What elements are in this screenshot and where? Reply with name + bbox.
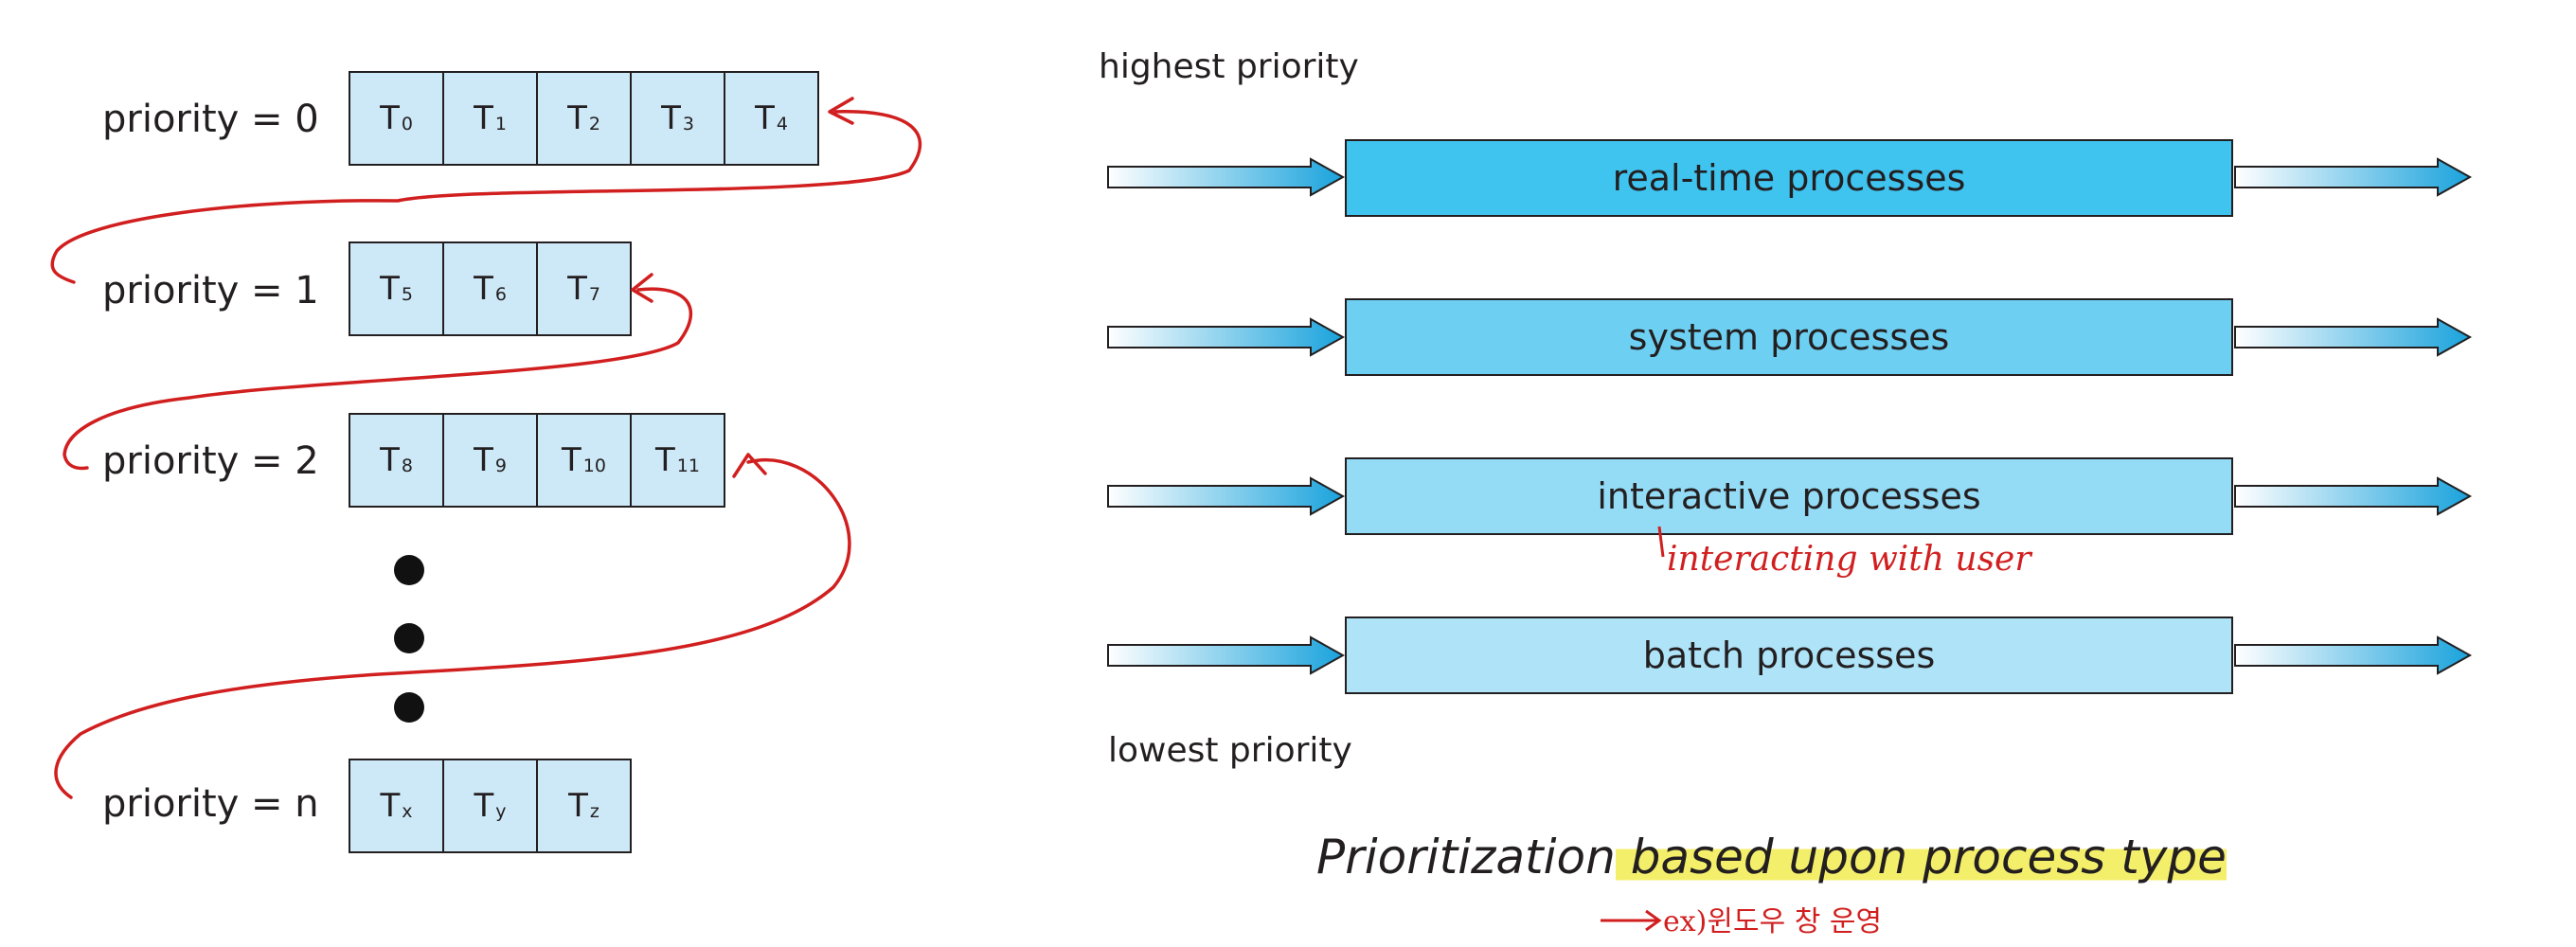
interactive-note: interacting with user — [1667, 540, 2031, 579]
loop-arrow-priority-1 — [63, 287, 693, 471]
caption: Prioritization based upon process type — [1316, 830, 2227, 884]
in-arrow-icon — [1107, 476, 1346, 516]
ellipsis-dot — [394, 623, 424, 653]
out-arrow-icon — [2234, 476, 2473, 516]
band-batch-processes: batch processes — [1345, 616, 2233, 694]
in-arrow-icon — [1107, 635, 1346, 675]
loop-arrow-priority-0 — [50, 110, 922, 284]
band-realtime-processes: real-time processes — [1345, 139, 2233, 217]
out-arrow-icon — [2234, 317, 2473, 357]
in-arrow-icon — [1107, 157, 1346, 197]
band-interactive-processes: interactive processes — [1345, 457, 2233, 535]
out-arrow-icon — [2234, 157, 2473, 197]
priority-label-1: priority = 1 — [102, 269, 319, 313]
in-arrow-icon — [1107, 317, 1346, 357]
caption-text: Prioritization — [1316, 830, 1616, 884]
loop-arrow-priority-2 — [54, 458, 851, 799]
priority-label-2: priority = 2 — [102, 439, 319, 483]
caption-highlighted-text: based upon process type — [1615, 830, 2227, 884]
band-system-processes: system processes — [1345, 298, 2233, 376]
example-note: ex)윈도우 창 운영 — [1663, 905, 1883, 938]
pointer-arrow-icon — [1601, 909, 1662, 932]
priority-label-0: priority = 0 — [102, 98, 319, 141]
ellipsis-dot — [394, 555, 424, 585]
out-arrow-icon — [2234, 635, 2473, 675]
ellipsis-dot — [394, 692, 424, 723]
priority-label-n: priority = n — [102, 782, 319, 826]
lowest-priority-label: lowest priority — [1108, 731, 1352, 770]
arrowhead-2 — [732, 453, 767, 478]
arrowhead-0 — [828, 97, 854, 125]
arrowhead-1 — [631, 273, 653, 303]
highest-priority-label: highest priority — [1099, 47, 1359, 86]
